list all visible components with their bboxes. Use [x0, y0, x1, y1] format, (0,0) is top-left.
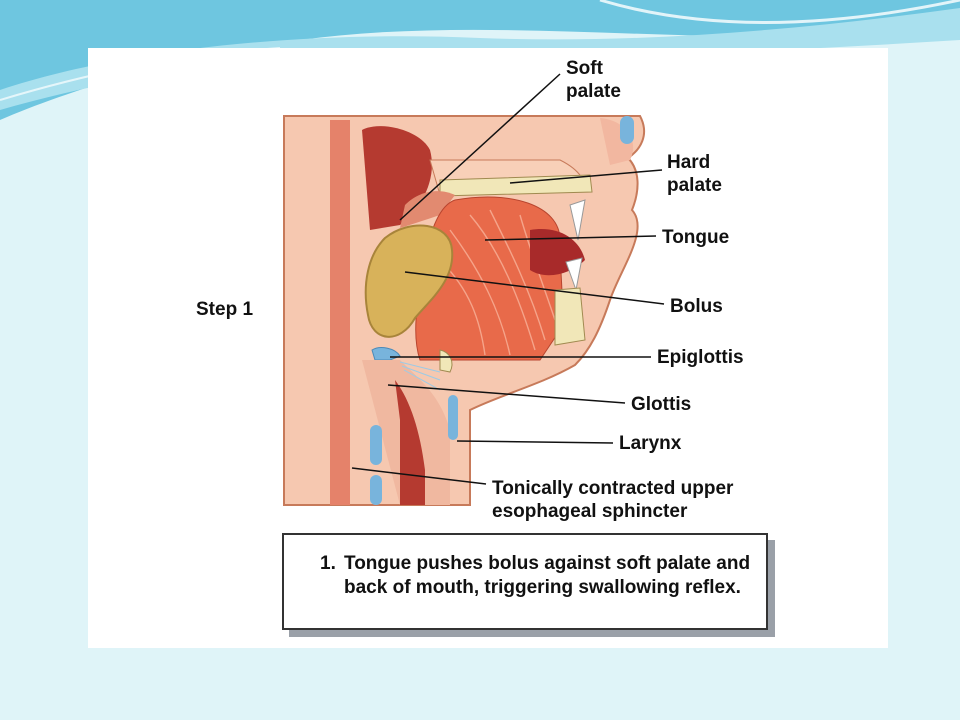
label-line: Hard: [667, 152, 711, 173]
caption-box: 1. Tongue pushes bolus against soft pala…: [282, 533, 768, 630]
pharynx-wall: [330, 120, 350, 505]
label-line: esophageal sphincter: [492, 501, 688, 522]
hard-palate-bone: [439, 174, 593, 197]
mandible: [554, 287, 586, 346]
label-line: palate: [667, 175, 722, 196]
label-line: Soft: [566, 58, 603, 79]
leader-larynx: [456, 440, 614, 444]
cartilage-ring: [448, 395, 458, 440]
label-larynx: Larynx: [619, 433, 682, 454]
cartilage-ring: [370, 425, 382, 465]
leader-soft-palate: [399, 73, 561, 221]
label-epiglottis: Epiglottis: [657, 347, 744, 368]
step-label: Step 1: [196, 299, 254, 320]
label-line: palate: [566, 81, 621, 102]
leader-hard-palate: [509, 169, 663, 184]
label-line: Tonically contracted upper: [492, 478, 734, 499]
label-bolus: Bolus: [670, 296, 723, 317]
soft-palate-tissue: [400, 191, 455, 228]
label-soft-palate: Soft palate: [566, 57, 621, 103]
leader-tongue: [484, 235, 657, 241]
label-tongue: Tongue: [662, 227, 730, 248]
cartilage-ring: [370, 475, 382, 505]
leader-bolus: [404, 271, 665, 305]
caption-number: 1.: [320, 553, 336, 574]
label-glottis: Glottis: [631, 394, 692, 415]
caption-text: Tongue pushes bolus against soft palate …: [344, 553, 751, 598]
label-sphincter: Tonically contracted upper esophageal sp…: [492, 477, 733, 523]
bolus-shape: [364, 224, 454, 338]
leader-sphincter: [351, 467, 487, 485]
leader-glottis: [387, 384, 626, 404]
label-hard-palate: Hard palate: [667, 151, 722, 197]
